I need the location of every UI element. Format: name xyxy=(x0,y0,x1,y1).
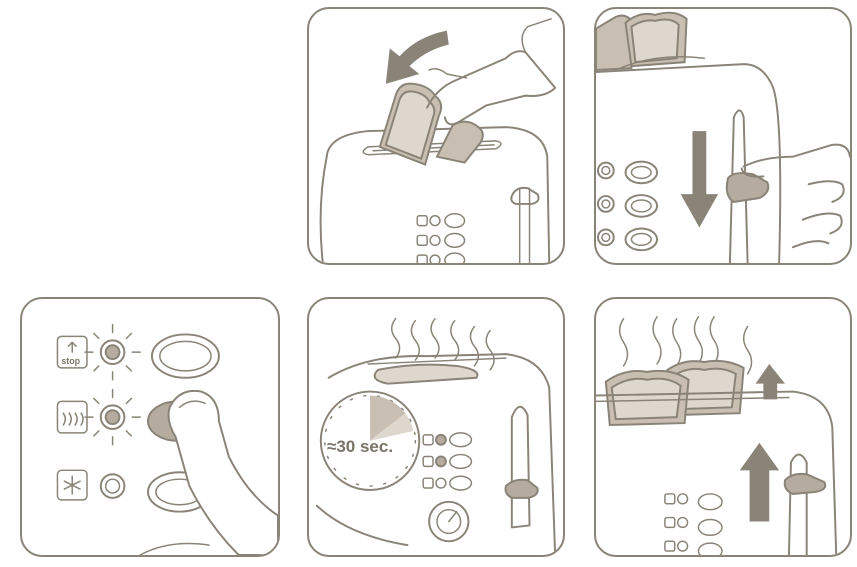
control-buttons-side xyxy=(596,160,659,252)
bread-slice-icon xyxy=(378,82,443,166)
indicator-light-stop xyxy=(84,323,141,381)
steam-icon xyxy=(618,315,753,375)
panel-pop-up xyxy=(594,297,852,557)
steam-icon xyxy=(390,317,495,371)
insert-arrow-icon xyxy=(385,30,449,84)
indicator-light-reheat xyxy=(84,388,141,446)
press-lever-illustration xyxy=(596,11,850,263)
up-arrow-icon-large xyxy=(739,442,780,522)
control-buttons-mini xyxy=(416,213,466,263)
panel-insert-bread xyxy=(307,7,565,265)
defrost-icon xyxy=(56,469,88,501)
control-buttons-mini xyxy=(664,493,723,555)
control-buttons-mini xyxy=(422,432,473,491)
up-arrow-icon xyxy=(755,363,786,400)
panel-press-lever xyxy=(594,7,852,265)
timer-label: ≈30 sec. xyxy=(327,437,394,456)
pop-up-illustration xyxy=(596,315,838,555)
panel-control-buttons: stop xyxy=(20,297,280,557)
control-buttons-illustration: stop xyxy=(56,323,278,555)
insert-bread-illustration xyxy=(319,18,557,263)
toasting-illustration xyxy=(315,317,557,555)
panel-toasting: ≈30 sec. xyxy=(307,297,565,557)
stop-icon: stop xyxy=(56,335,88,369)
browning-dial-icon xyxy=(428,500,470,543)
timer-dial-icon xyxy=(319,390,421,491)
reheat-icon xyxy=(56,400,88,434)
indicator-light-defrost xyxy=(99,473,126,499)
svg-text:stop: stop xyxy=(61,356,80,366)
down-arrow-icon xyxy=(680,131,719,228)
